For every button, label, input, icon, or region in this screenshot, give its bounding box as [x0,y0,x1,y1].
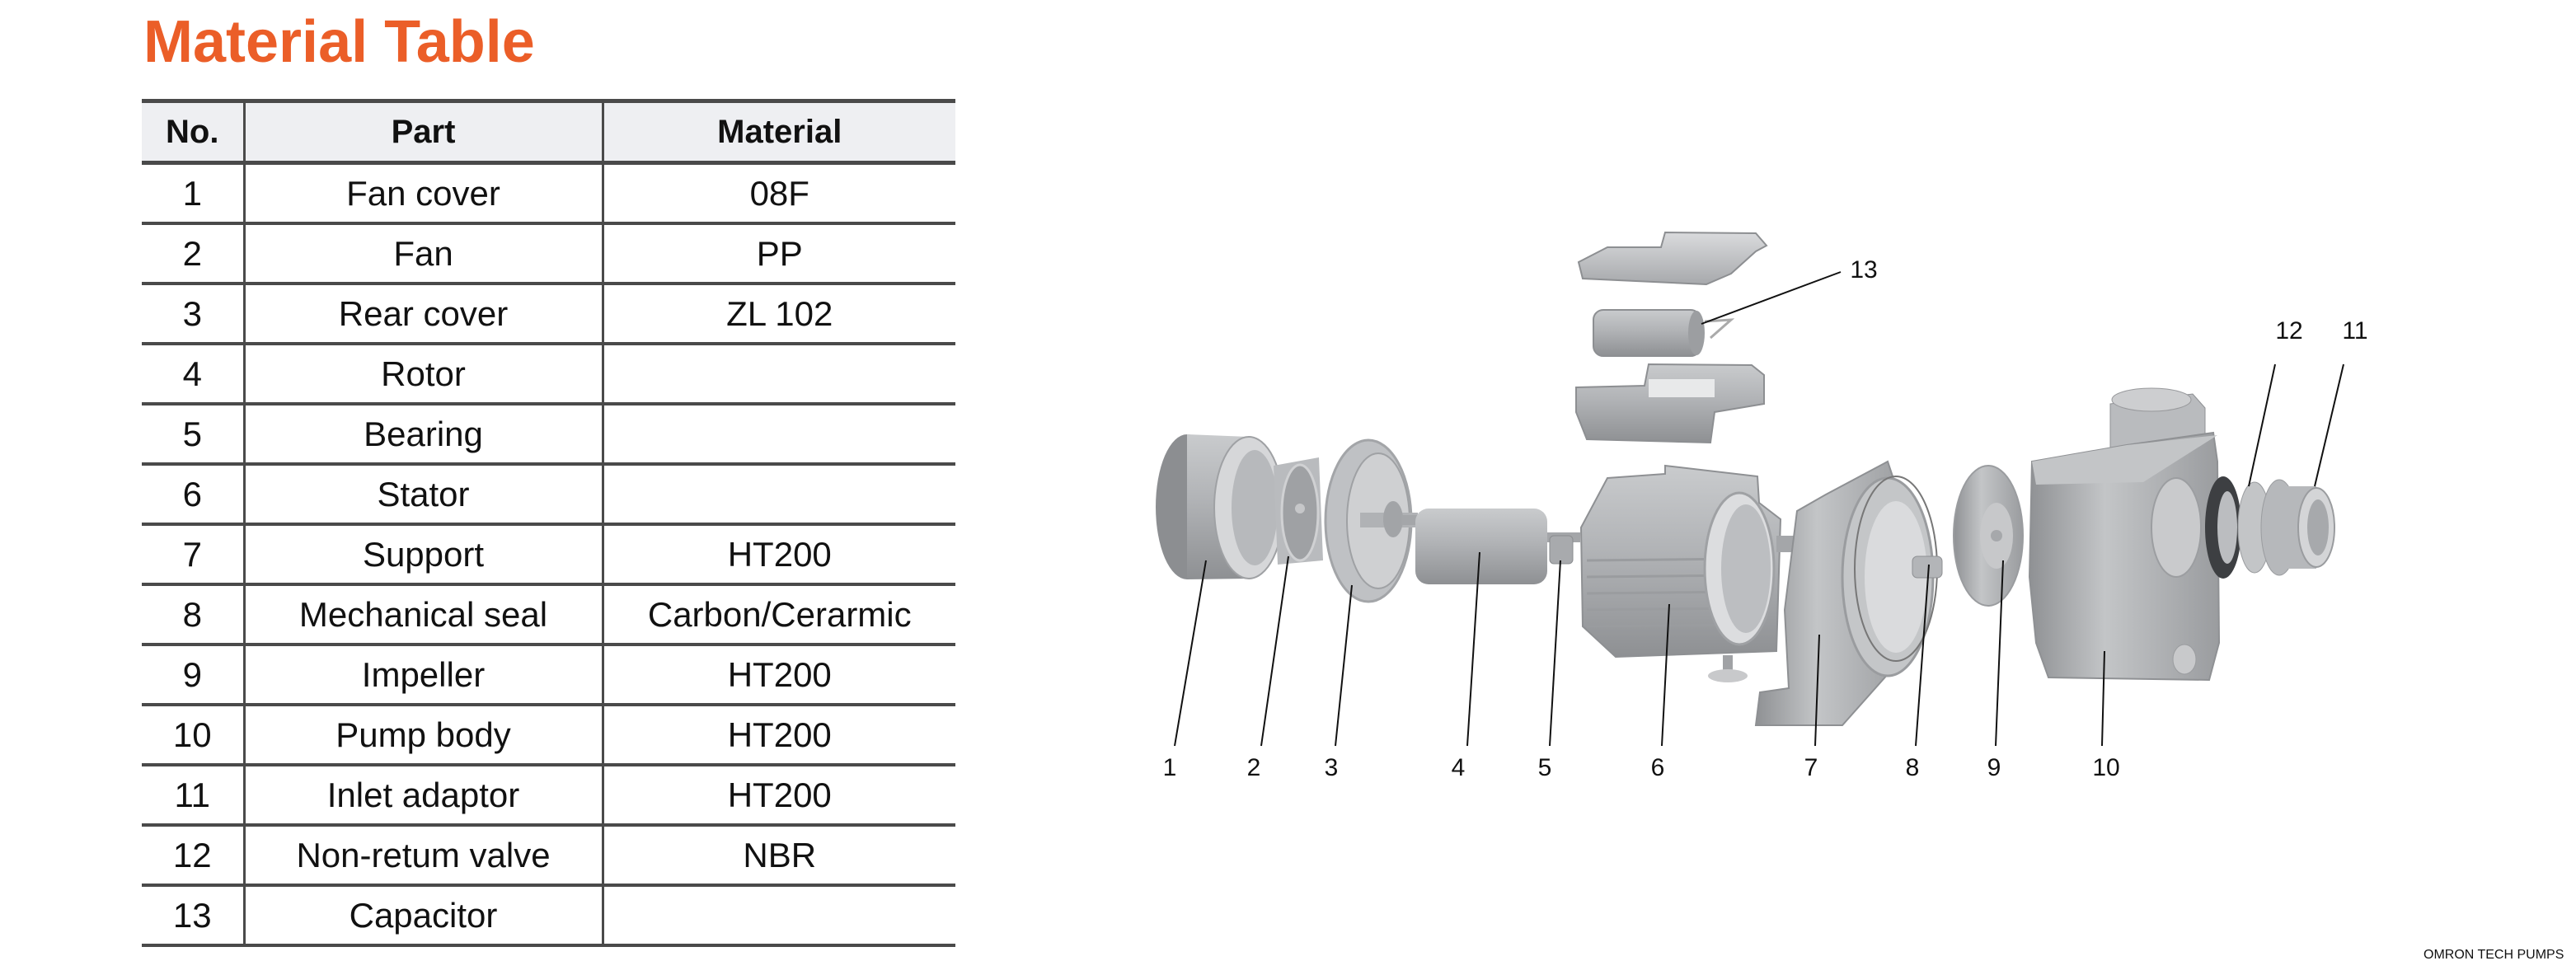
callout-5: 5 [1537,754,1552,781]
cell-part: Support [242,524,603,586]
cell-no: 1 [142,162,244,225]
table-header-row: No. Part Material [142,99,955,165]
capacitor [1593,309,1735,357]
mechanical-seal [1854,476,1943,662]
pump-body [2028,387,2221,682]
cell-no: 3 [142,284,244,345]
cell-no: 4 [142,344,244,405]
cell-material [601,885,955,947]
cell-part: Inlet adaptor [242,765,603,827]
cell-part: Rear cover [242,284,603,345]
cell-material [601,404,955,466]
cell-no: 11 [142,765,244,827]
cell-part: Mechanical seal [242,584,603,646]
cell-material: 08F [601,162,955,225]
cell-part: Stator [242,464,603,526]
cell-part: Rotor [242,344,603,405]
cell-part: Bearing [242,404,603,466]
cell-material: HT200 [601,645,955,706]
page-title: Material Table [143,9,535,75]
cell-material: HT200 [601,765,955,827]
inlet-adaptor [2237,479,2335,576]
cell-material: Carbon/Cerarmic [601,584,955,646]
cell-no: 12 [142,825,244,887]
cell-material [601,464,955,526]
cell-no: 6 [142,464,244,526]
stator-motor-body [1579,464,1782,682]
cell-material: ZL 102 [601,284,955,345]
terminal-cover [1577,231,1768,286]
callout-6: 6 [1650,754,1665,781]
cell-part: Non-retum valve [242,825,603,887]
rear-cover [1324,438,1418,603]
header-no: No. [142,99,244,165]
cell-material: PP [601,223,955,285]
callout-7: 7 [1804,754,1818,781]
fan [1274,457,1323,565]
header-material: Material [601,99,955,165]
fan-cover [1156,434,1284,579]
callout-8: 8 [1905,754,1920,781]
cell-material [601,344,955,405]
cell-no: 13 [142,885,244,947]
callout-2: 2 [1246,754,1261,781]
cell-material: HT200 [601,524,955,586]
cell-material: HT200 [601,705,955,766]
watermark: OMRON TECH PUMPS [2424,948,2564,962]
callout-10: 10 [2092,754,2120,781]
cell-part: Fan [242,223,603,285]
impeller [1953,465,2024,607]
cell-no: 5 [142,404,244,466]
cell-part: Capacitor [242,885,603,947]
leader-lines [1174,271,2344,747]
cell-no: 9 [142,645,244,706]
cell-part: Impeller [242,645,603,706]
callout-3: 3 [1324,754,1339,781]
callout-4: 4 [1451,754,1466,781]
callout-12: 12 [2275,317,2303,345]
callout-1: 1 [1162,754,1177,781]
callout-11: 11 [2342,317,2368,345]
cell-part: Fan cover [242,162,603,225]
header-part: Part [242,99,603,165]
terminal-box [1575,363,1765,444]
cell-no: 8 [142,584,244,646]
cell-part: Pump body [242,705,603,766]
callout-13: 13 [1850,256,1878,284]
bearing [1549,535,1574,565]
non-return-valve [2205,476,2241,579]
cell-no: 10 [142,705,244,766]
cell-material: NBR [601,825,955,887]
callout-9: 9 [1987,754,2001,781]
cell-no: 7 [142,524,244,586]
support [1754,460,1935,726]
cell-no: 2 [142,223,244,285]
